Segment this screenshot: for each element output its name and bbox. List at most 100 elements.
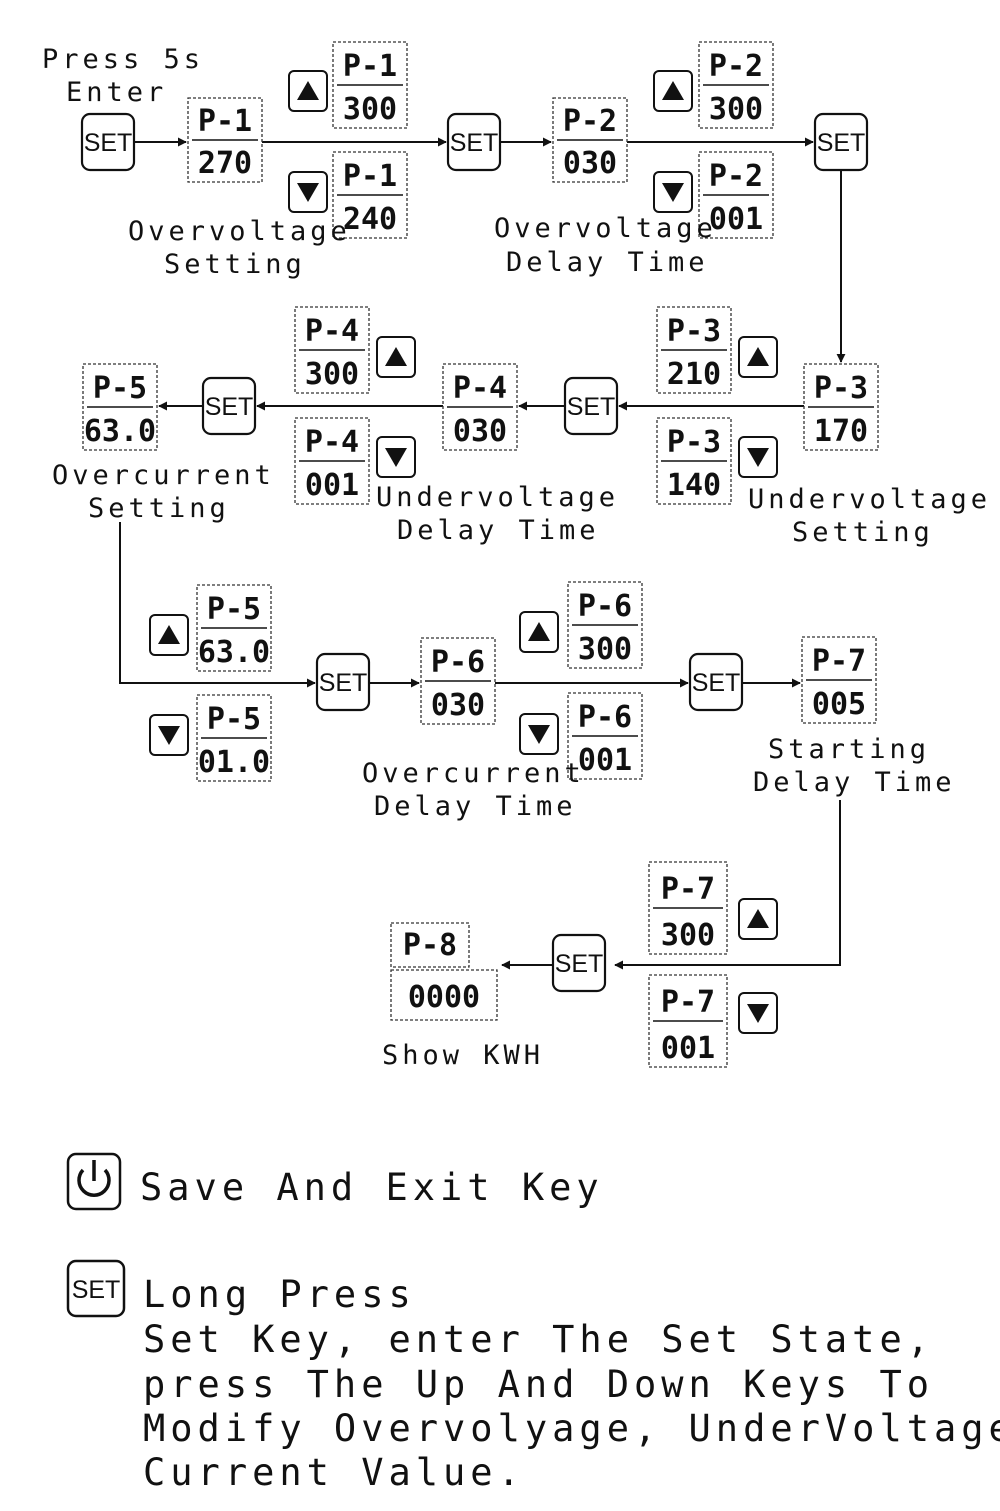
legend: Save And Exit Key SET Long Press Set Key… <box>66 1152 1000 1494</box>
display-code: P-7 <box>812 644 866 679</box>
label-enter: Enter <box>66 77 167 108</box>
down-arrow-key-icon[interactable] <box>738 436 778 478</box>
display-code: P-3 <box>667 425 721 460</box>
set-key-6[interactable]: SET <box>688 652 744 712</box>
display-value: 005 <box>812 687 866 722</box>
label-overcurrent-setting-1: Overcurrent <box>52 460 275 491</box>
up-arrow-key-icon[interactable] <box>376 336 416 378</box>
set-key-4[interactable]: SET <box>201 376 257 436</box>
display-code: P-4 <box>453 371 507 406</box>
display-code: P-8 <box>403 928 457 963</box>
display-code: P-6 <box>578 700 632 735</box>
legend-set-key-label: SET <box>72 1276 121 1304</box>
legend-power-text: Save And Exit Key <box>140 1166 604 1209</box>
display-p5: P-5 63.0 <box>82 363 158 451</box>
display-value: 300 <box>661 918 715 953</box>
down-arrow-key-icon[interactable] <box>738 992 778 1034</box>
legend-set-key-icon: SET <box>66 1259 126 1318</box>
label-starting-delay-2: Delay Time <box>753 767 956 798</box>
display-p5-down: P-501.0 <box>196 694 272 782</box>
power-key-icon <box>66 1152 122 1211</box>
label-undervoltage-setting-2: Setting <box>792 517 934 548</box>
display-value: 300 <box>578 632 632 667</box>
label-undervoltage-setting-1: Undervoltage <box>748 484 991 515</box>
display-code: P-2 <box>709 49 763 84</box>
set-key-1[interactable]: SET <box>446 112 502 172</box>
down-arrow-key-icon[interactable] <box>149 714 189 756</box>
set-key-label: SET <box>84 129 133 157</box>
step-labels: Press 5s Enter Overvoltage Setting Overv… <box>42 44 991 1071</box>
display-value: 210 <box>667 357 721 392</box>
set-key-3[interactable]: SET <box>563 376 619 436</box>
display-code: P-3 <box>814 371 868 406</box>
display-code: P-2 <box>709 159 763 194</box>
display-code: P-5 <box>93 371 147 406</box>
display-code: P-1 <box>343 49 397 84</box>
display-group: P-1270P-1300P-1240P-2030P-2300P-2001P-31… <box>82 41 879 1068</box>
label-overcurrent-setting-2: Setting <box>88 493 230 524</box>
up-arrow-key-icon[interactable] <box>519 611 559 653</box>
set-key-start[interactable]: SET <box>80 112 136 172</box>
display-value: 001 <box>709 202 763 237</box>
up-arrow-key-icon[interactable] <box>149 614 189 656</box>
set-key-label: SET <box>692 669 741 697</box>
set-key-2[interactable]: SET <box>813 112 869 172</box>
set-key-label: SET <box>567 393 616 421</box>
display-value: 001 <box>305 468 359 503</box>
up-arrow-key-icon[interactable] <box>288 70 328 112</box>
legend-set-line-3: press The Up And Down Keys To <box>143 1363 934 1406</box>
display-value: 300 <box>709 92 763 127</box>
down-arrow-key-icon[interactable] <box>653 171 693 213</box>
legend-set-line-5: Current Value. <box>143 1451 525 1494</box>
set-key-label: SET <box>817 129 866 157</box>
display-value: 140 <box>667 468 721 503</box>
display-code: P-4 <box>305 314 359 349</box>
up-arrow-key-icon[interactable] <box>738 336 778 378</box>
label-undervoltage-delay-1: Undervoltage <box>376 482 619 513</box>
display-code: P-7 <box>661 985 715 1020</box>
label-starting-delay-1: Starting <box>768 734 930 765</box>
display-value: 63.0 <box>198 635 270 670</box>
display-value: 01.0 <box>198 745 270 780</box>
display-code: P-3 <box>667 314 721 349</box>
up-arrow-key-icon[interactable] <box>738 898 778 940</box>
display-code: P-7 <box>661 872 715 907</box>
down-arrow-key-icon[interactable] <box>288 171 328 213</box>
display-value: 030 <box>431 688 485 723</box>
set-key-label: SET <box>319 669 368 697</box>
label-overvoltage-setting-2: Setting <box>164 249 306 280</box>
label-overvoltage-setting-1: Overvoltage <box>128 216 351 247</box>
set-key-5[interactable]: SET <box>315 652 371 712</box>
set-key-7[interactable]: SET <box>551 933 607 993</box>
display-p5-up: P-5 63.0 <box>196 584 272 672</box>
down-arrow-key-icon[interactable] <box>376 436 416 478</box>
display-code: P-2 <box>563 104 617 139</box>
display-value: 63.0 <box>84 414 156 449</box>
down-arrow-key-icon[interactable] <box>519 713 559 755</box>
display-code: P-5 <box>207 592 261 627</box>
label-overcurrent-delay-2: Delay Time <box>374 791 577 822</box>
display-value: 300 <box>305 357 359 392</box>
up-arrow-key-icon[interactable] <box>653 70 693 112</box>
set-key-label: SET <box>205 393 254 421</box>
label-undervoltage-delay-2: Delay Time <box>397 515 600 546</box>
legend-set-line-4: Modify Overvolyage, UnderVoltage, <box>143 1407 1000 1450</box>
label-press-5s: Press 5s <box>42 44 204 75</box>
display-value: 001 <box>578 743 632 778</box>
